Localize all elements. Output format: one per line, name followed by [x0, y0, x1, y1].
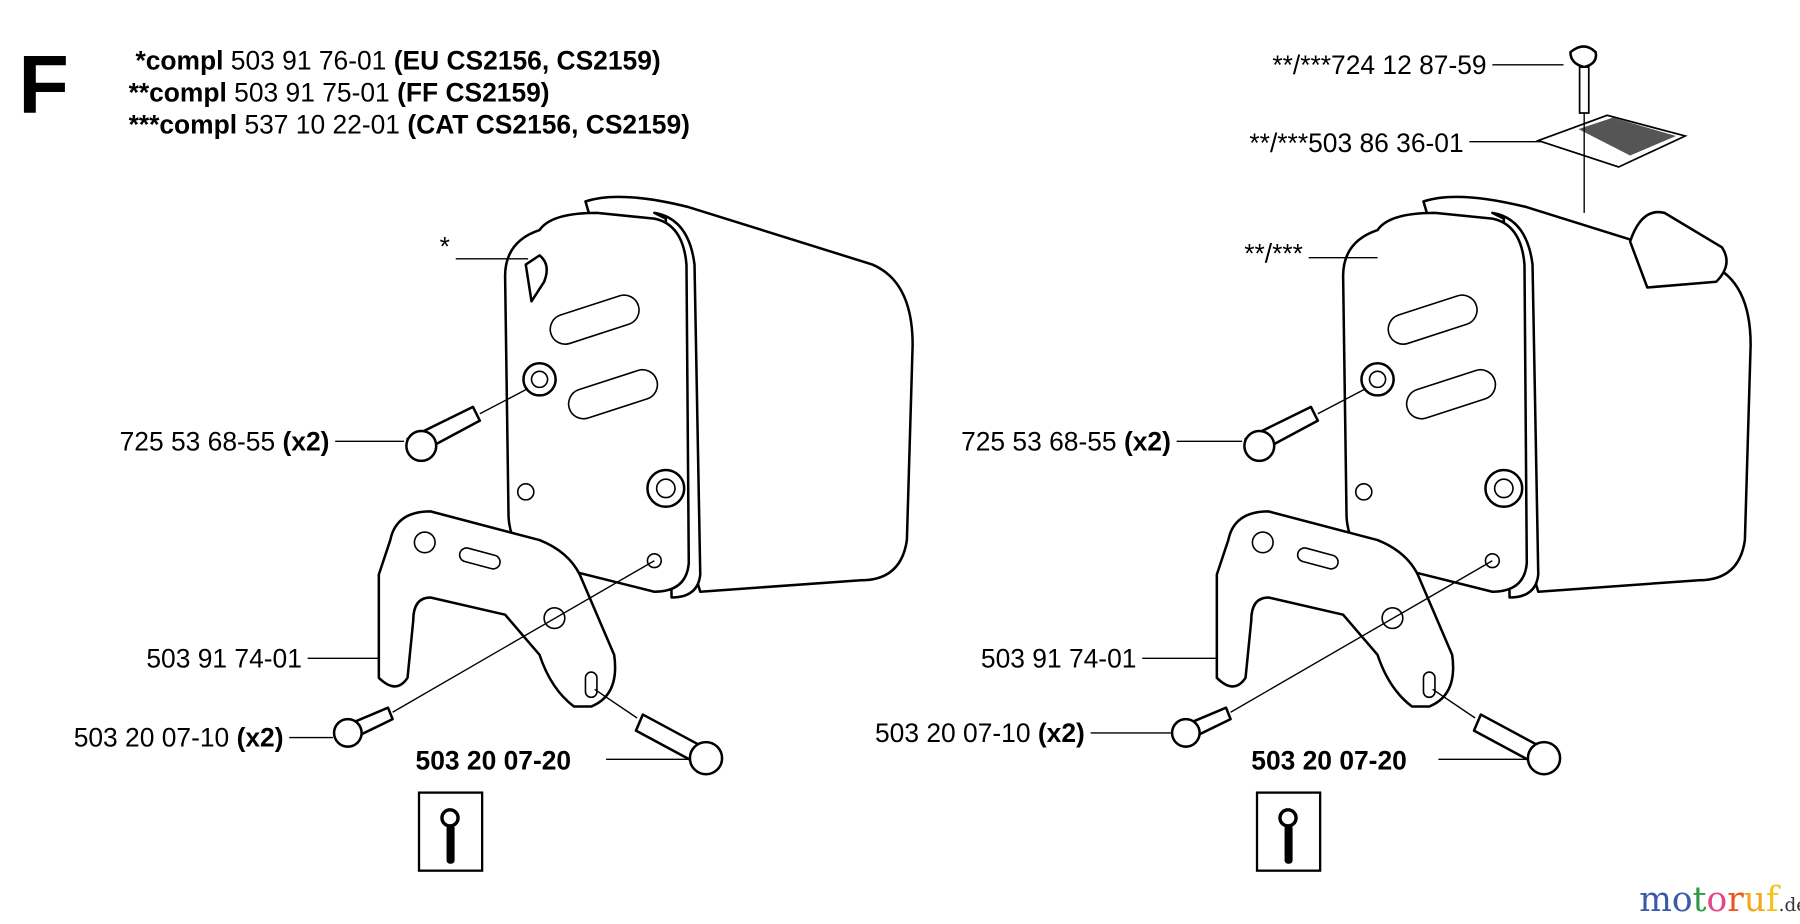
right-small-bolt-label: 503 20 07-10 (x2): [875, 718, 1085, 748]
watermark-letter: f: [1766, 880, 1781, 920]
wrench-icon: [440, 808, 460, 864]
right-screw-label: 725 53 68-55 (x2): [961, 427, 1171, 457]
watermark-letter: o: [1707, 880, 1728, 920]
right-bracket-label: 503 91 74-01: [981, 643, 1137, 673]
header-line-1: *compl 503 91 76-01 (EU CS2156, CS2159): [135, 45, 660, 75]
right-muffler-label: **/***: [1244, 238, 1303, 268]
right-large-bolt-label: 503 20 07-20: [1251, 746, 1407, 776]
left-screw-label: 725 53 68-55 (x2): [120, 427, 330, 457]
right-assembly: [1170, 195, 1752, 872]
left-assembly: [332, 195, 914, 872]
watermark-letter: t: [1693, 880, 1707, 920]
left-small-bolt-label: 503 20 07-10 (x2): [74, 723, 284, 753]
watermark-letter: r: [1727, 880, 1744, 920]
watermark-logo: motoruf.de: [1639, 880, 1800, 920]
right-screen-label: **/***503 86 36-01: [1249, 128, 1463, 158]
section-letter: F: [18, 38, 68, 131]
watermark-letter: m: [1639, 880, 1672, 920]
watermark-letter: u: [1744, 880, 1766, 920]
left-large-bolt-label: 503 20 07-20: [416, 746, 572, 776]
header-line-2: **compl 503 91 75-01 (FF CS2159): [129, 78, 550, 108]
header-line-3: ***compl 537 10 22-01 (CAT CS2156, CS215…: [129, 110, 690, 140]
wrench-icon: [1278, 808, 1298, 864]
watermark-letter: o: [1672, 880, 1693, 920]
screen-part: [1535, 45, 1688, 213]
left-bracket-label: 503 91 74-01: [146, 643, 302, 673]
right-top-screw-label: **/***724 12 87-59: [1272, 50, 1486, 80]
left-muffler-label: *: [440, 231, 450, 261]
